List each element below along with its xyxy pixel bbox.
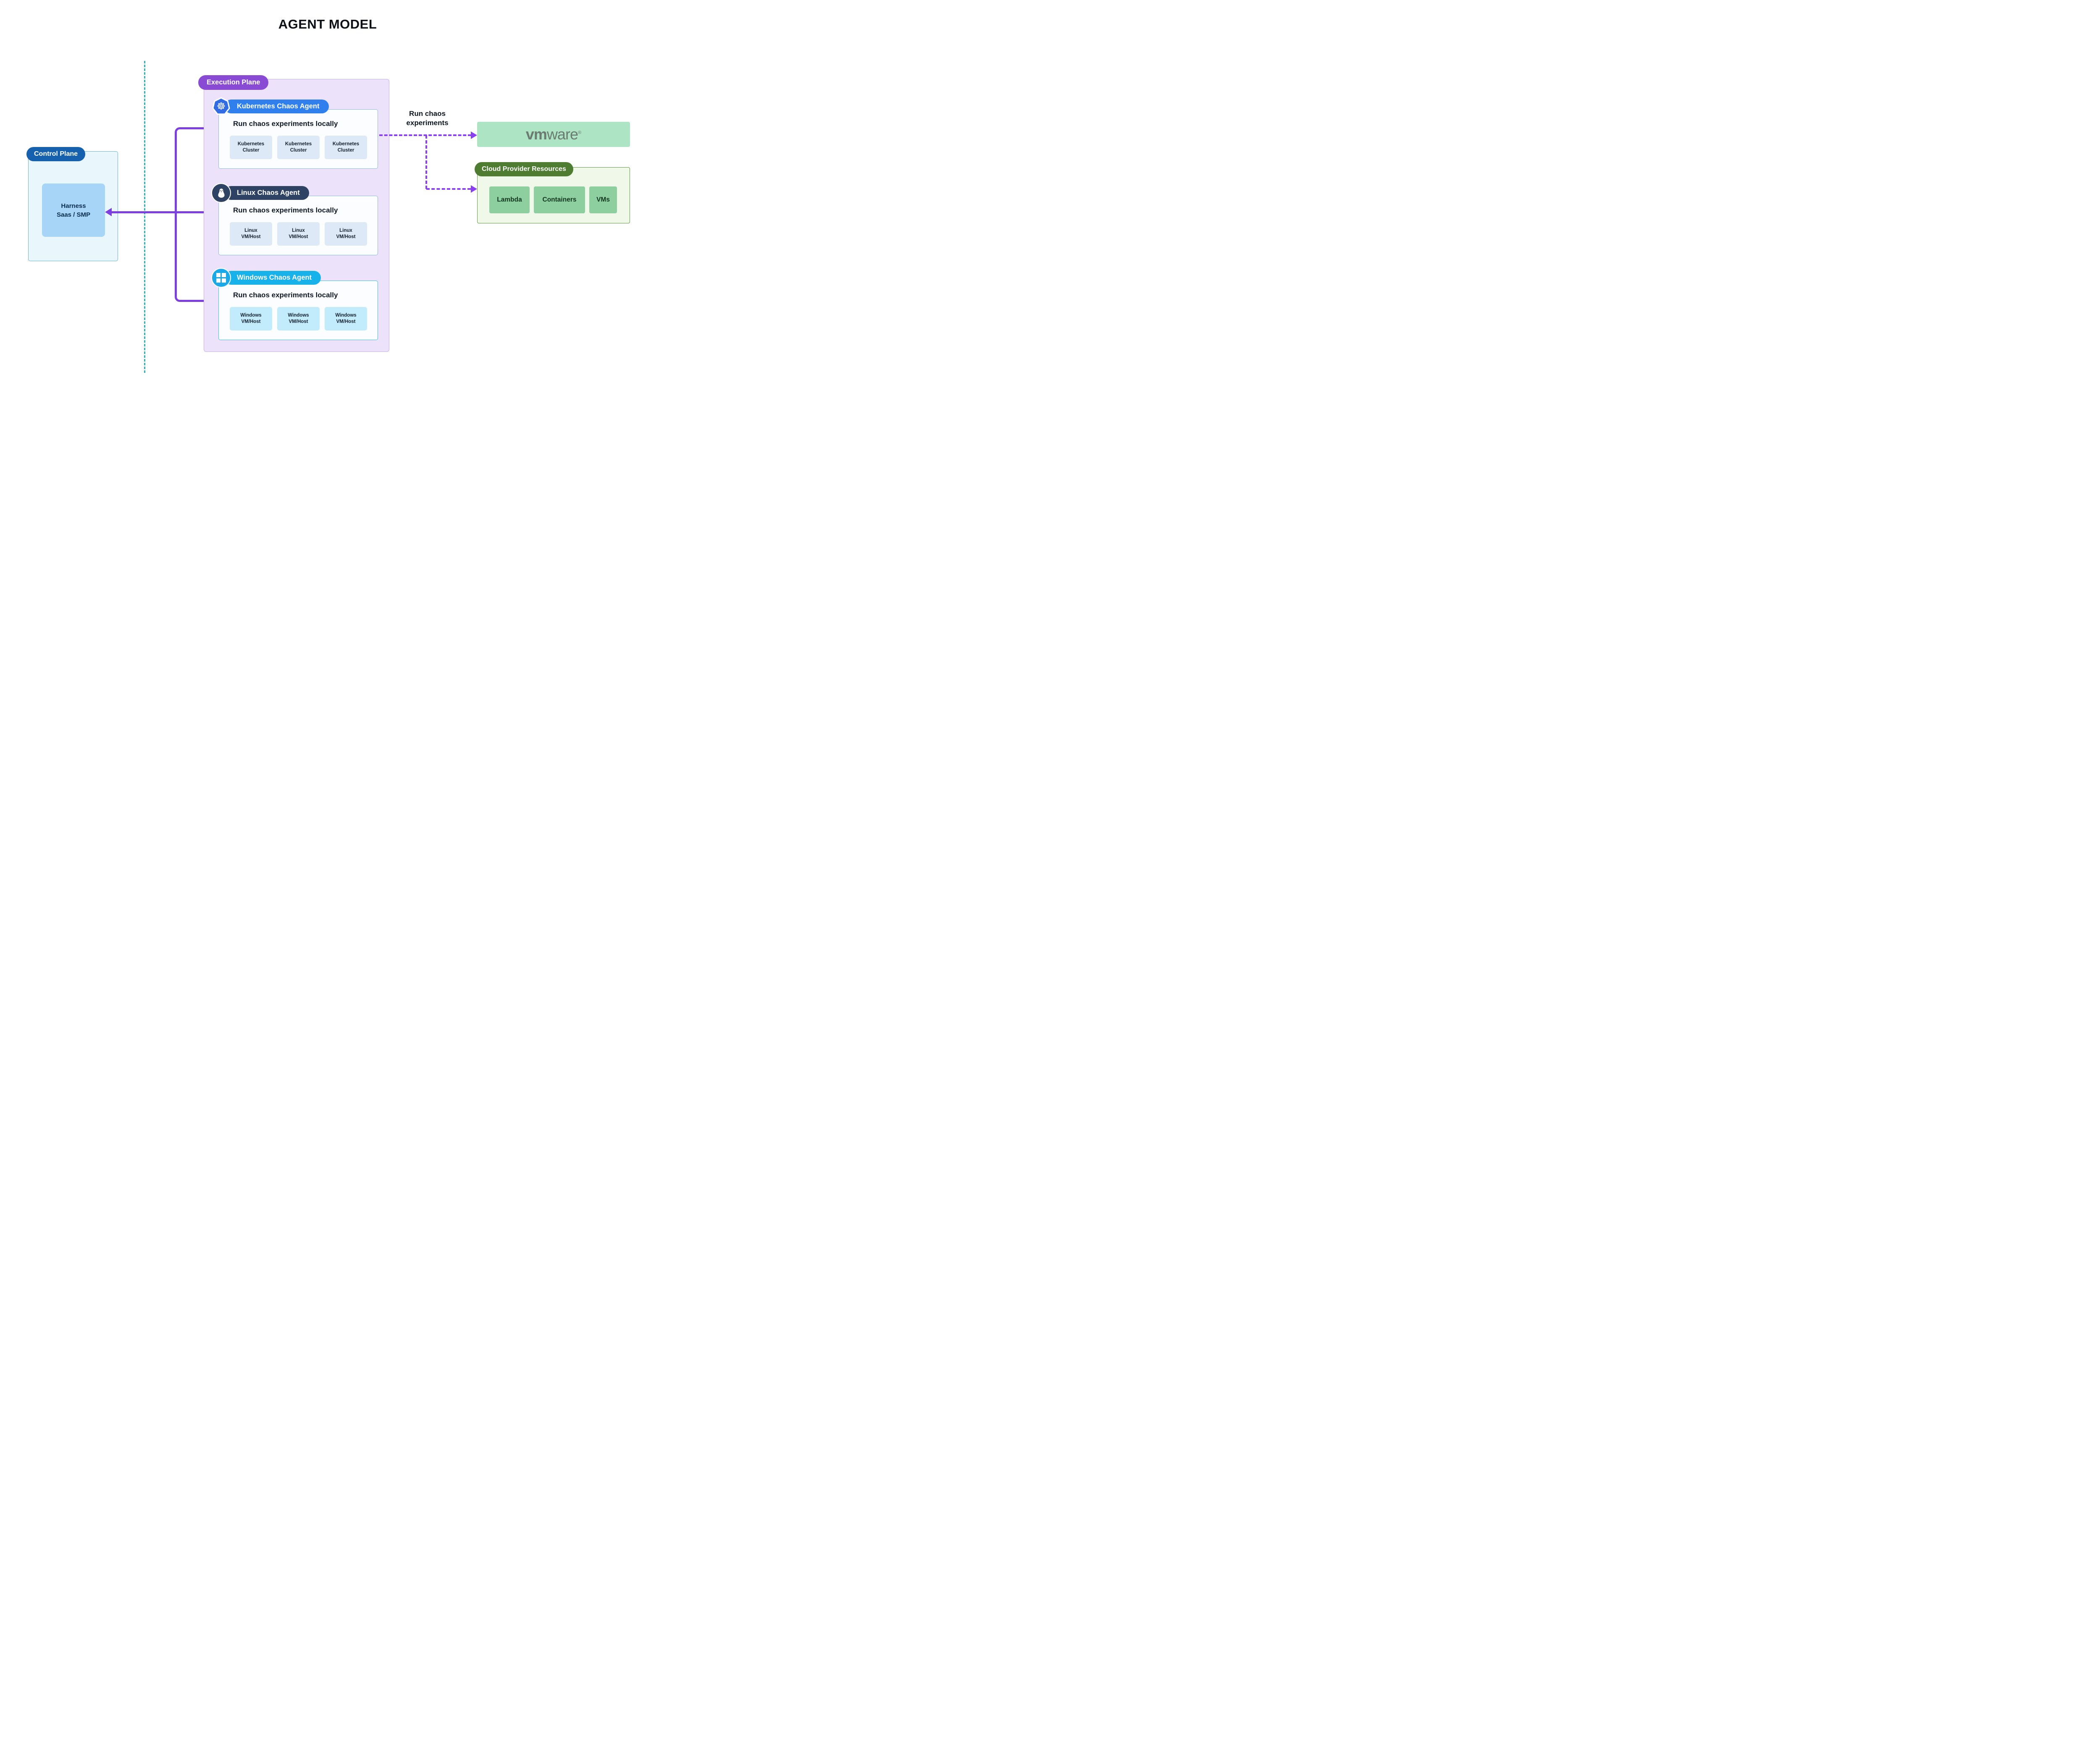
kubernetes-agent-title: Kubernetes Chaos Agent: [237, 102, 320, 110]
page-title: AGENT MODEL: [278, 17, 377, 31]
linux-agent-subtitle: Run chaos experiments locally: [233, 206, 338, 214]
harness-node-label: Harness Saas / SMP: [56, 202, 91, 218]
windows-logo-icon: [211, 268, 231, 288]
linux-vm-host-node: Linux VM/Host: [230, 222, 272, 246]
windows-agent-title-pill: Windows Chaos Agent: [224, 271, 321, 285]
cloud-provider-resources-label-pill: Cloud Provider Resources: [475, 162, 573, 176]
kubernetes-agent-subtitle: Run chaos experiments locally: [233, 120, 338, 128]
windows-node-row: Windows VM/Host Windows VM/Host Windows …: [230, 307, 367, 330]
kubernetes-node-row: Kubernetes Cluster Kubernetes Cluster Ku…: [230, 136, 367, 159]
windows-agent-header: Windows Chaos Agent: [211, 268, 321, 288]
linux-penguin-icon: [211, 183, 231, 203]
linux-agent-header: Linux Chaos Agent: [211, 183, 309, 203]
windows-vm-host-node: Windows VM/Host: [230, 307, 272, 330]
kubernetes-agent-title-pill: Kubernetes Chaos Agent: [224, 100, 329, 113]
cloud-provider-resources-label: Cloud Provider Resources: [482, 165, 566, 173]
dashed-arrow-to-cloud-resources: [426, 188, 471, 190]
cloud-resources-row: Lambda Containers VMs: [489, 186, 617, 213]
linux-agent-title: Linux Chaos Agent: [237, 189, 300, 197]
vmware-registered-mark: ®: [578, 130, 582, 135]
kubernetes-cluster-node: Kubernetes Cluster: [325, 136, 367, 159]
windows-agent-subtitle: Run chaos experiments locally: [233, 291, 338, 299]
arrowhead-to-vmware: [471, 131, 477, 139]
windows-vm-host-node: Windows VM/Host: [277, 307, 320, 330]
dashed-arrow-branch-vertical: [425, 135, 427, 189]
run-chaos-experiments-label: Run chaos experiments: [406, 110, 449, 127]
kubernetes-cluster-node: Kubernetes Cluster: [230, 136, 272, 159]
harness-saas-smp-node: Harness Saas / SMP: [42, 184, 105, 237]
vmware-logo-ware: ware: [546, 126, 578, 143]
lambda-resource-node: Lambda: [489, 186, 530, 213]
linux-vm-host-node: Linux VM/Host: [325, 222, 367, 246]
vms-resource-node: VMs: [589, 186, 617, 213]
vmware-logo-vm: vm: [525, 126, 547, 143]
kubernetes-agent-header: ☸ Kubernetes Chaos Agent: [211, 97, 329, 116]
kubernetes-helm-icon: ☸: [211, 97, 231, 116]
windows-agent-title: Windows Chaos Agent: [237, 274, 312, 281]
vmware-logo: vmware®: [526, 127, 581, 142]
windows-agent-card: Run chaos experiments locally Windows VM…: [218, 281, 378, 340]
kubernetes-agent-card: Run chaos experiments locally Kubernetes…: [218, 109, 378, 169]
arrowhead-to-cloud-resources: [471, 185, 477, 193]
agent-model-diagram: AGENT MODEL Control Plane Harness Saas /…: [0, 0, 655, 388]
windows-vm-host-node: Windows VM/Host: [325, 307, 367, 330]
containers-resource-node: Containers: [534, 186, 585, 213]
agents-connector-bracket: [175, 127, 218, 302]
execution-plane-label-pill: Execution Plane: [198, 75, 269, 90]
arrowhead-to-control-plane: [105, 208, 112, 216]
connector-to-control-plane: [111, 211, 218, 213]
dashed-arrow-to-vmware: [379, 134, 471, 136]
execution-plane-label: Execution Plane: [207, 79, 260, 86]
kubernetes-cluster-node: Kubernetes Cluster: [277, 136, 320, 159]
control-execution-divider-line: [144, 61, 145, 373]
linux-node-row: Linux VM/Host Linux VM/Host Linux VM/Hos…: [230, 222, 367, 246]
control-plane-label: Control Plane: [34, 150, 78, 157]
control-plane-label-pill: Control Plane: [26, 147, 86, 161]
linux-agent-card: Run chaos experiments locally Linux VM/H…: [218, 196, 378, 255]
linux-agent-title-pill: Linux Chaos Agent: [224, 186, 309, 200]
vmware-target-box: vmware®: [477, 122, 630, 147]
linux-vm-host-node: Linux VM/Host: [277, 222, 320, 246]
